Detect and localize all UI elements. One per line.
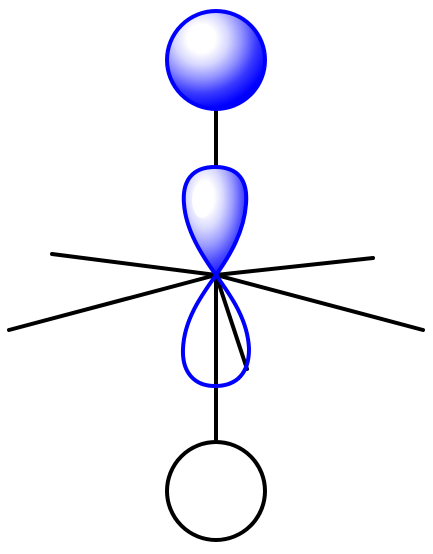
circle-icon — [165, 440, 267, 542]
sphere-icon — [165, 9, 267, 111]
orbital-lobe-outline-icon — [180, 271, 252, 389]
bond-upper-left — [50, 252, 218, 277]
bond-upper-right — [214, 256, 375, 277]
lobe-highlight-icon — [192, 182, 212, 218]
bond-lower-left — [7, 273, 218, 332]
orbital-lobe-icon — [181, 164, 249, 279]
bond-short-diagonal — [214, 273, 249, 371]
sphere-highlight-icon — [187, 28, 213, 52]
bond-lower-right — [214, 273, 425, 332]
